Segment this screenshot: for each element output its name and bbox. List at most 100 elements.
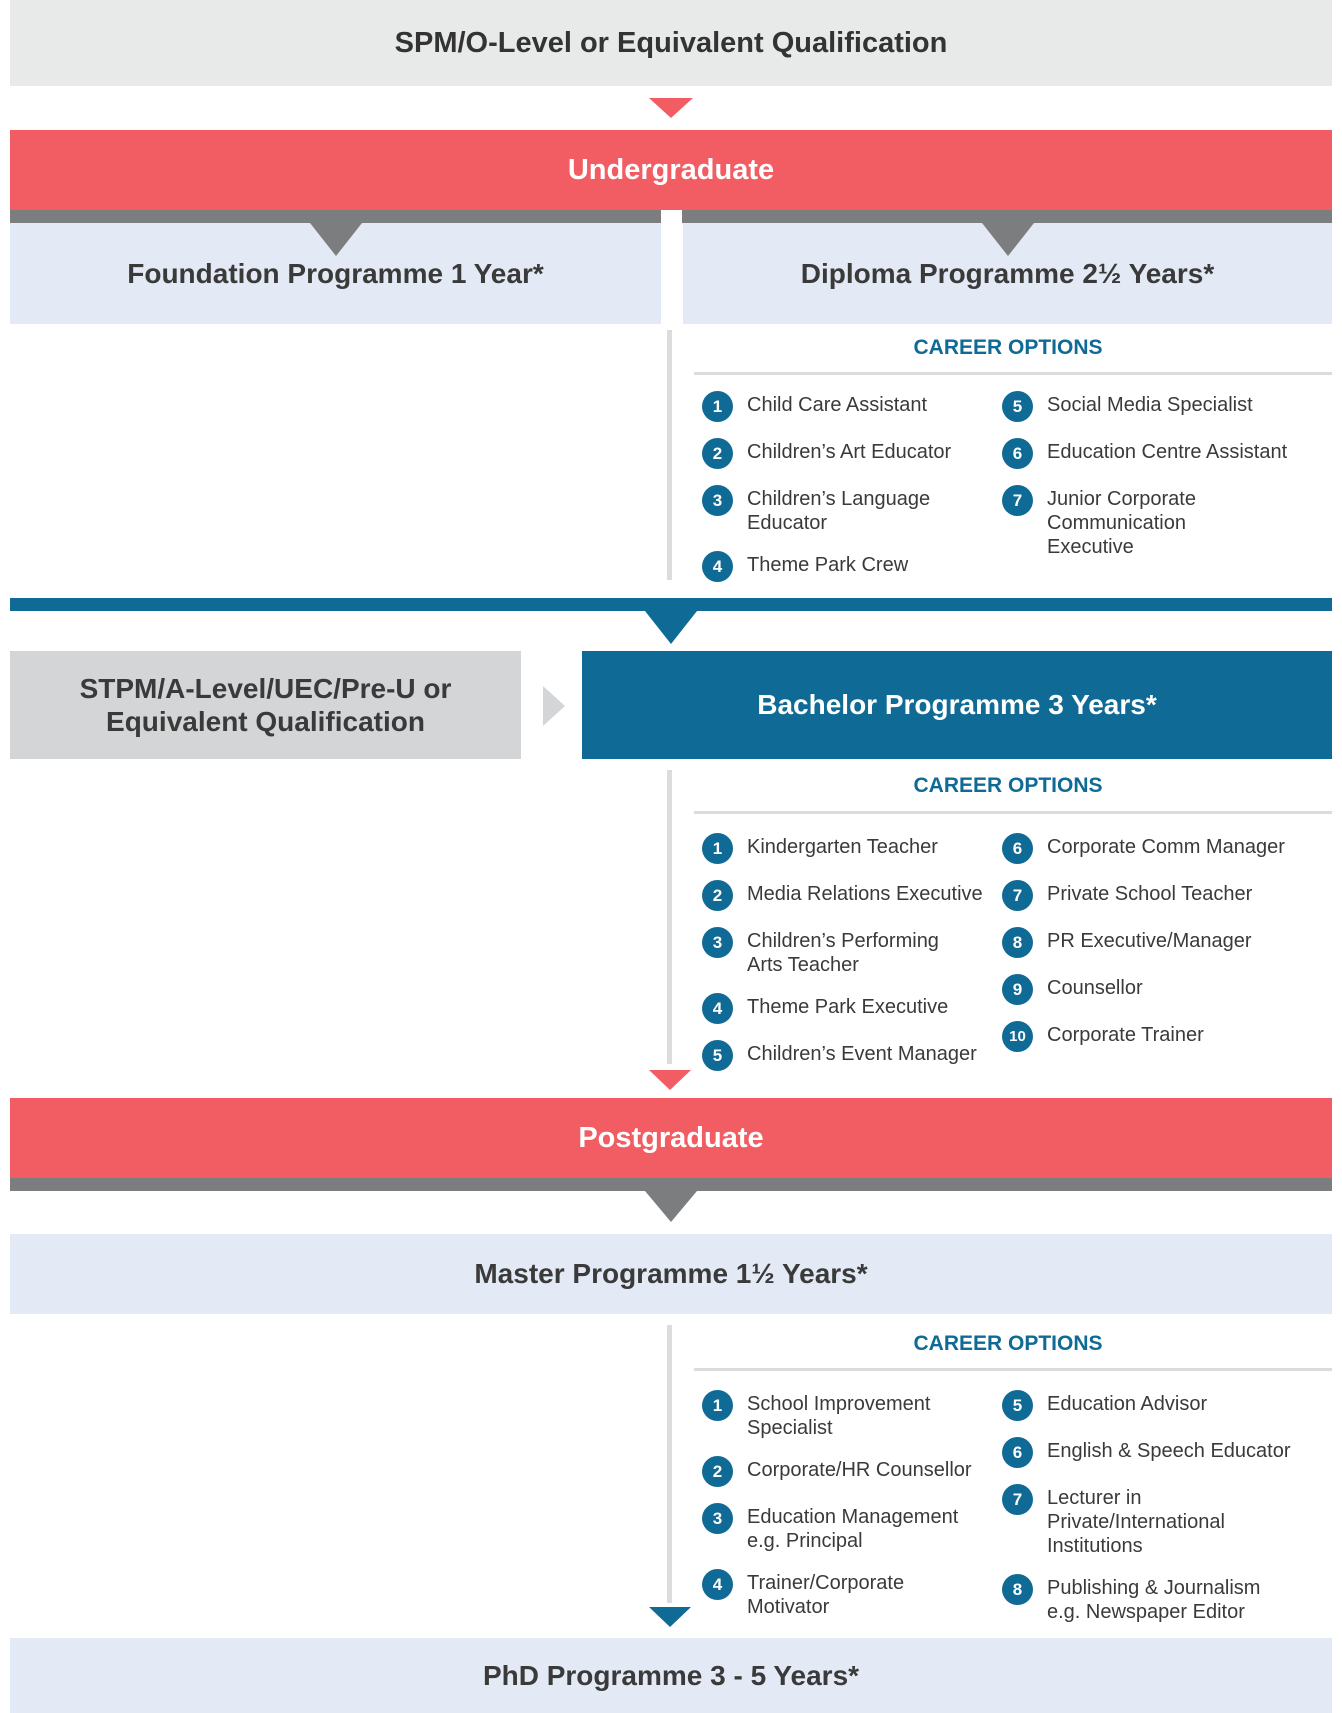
career-option-text: Education Advisor — [1047, 1393, 1208, 1415]
postgraduate-divider-strip — [10, 1178, 1332, 1191]
bachelor-careers-left: 1 Kindergarten Teacher 2 Media Relations… — [702, 833, 1002, 1089]
phd-programme-label: PhD Programme 3 - 5 Years* — [482, 1659, 860, 1691]
list-item: 1 Child Care Assistant — [702, 391, 1002, 422]
master-programme-label: Master Programme 1½ Years* — [474, 1258, 868, 1289]
postgraduate-label: Postgraduate — [578, 1121, 764, 1154]
arrow-down-icon — [982, 223, 1034, 256]
number-badge: 7 — [1002, 485, 1033, 516]
list-item: 2 Media Relations Executive — [702, 880, 1002, 911]
number-badge: 9 — [1002, 974, 1033, 1005]
list-item: 2 Children’s Art Educator — [702, 438, 1002, 469]
number-badge: 3 — [702, 1503, 733, 1534]
list-item: 5 Education Advisor — [1002, 1390, 1332, 1421]
career-option-text: Junior Corporate Communication Executive — [1047, 488, 1196, 558]
number-badge: 6 — [1002, 1437, 1033, 1468]
arrow-down-icon — [649, 1607, 691, 1627]
strip-gap — [661, 210, 682, 223]
career-option-text: Media Relations Executive — [747, 883, 983, 905]
number-badge: 3 — [702, 927, 733, 958]
arrow-right-icon — [543, 686, 565, 726]
career-options-heading: CAREER OPTIONS — [913, 1332, 1103, 1355]
list-item: 8 PR Executive/Manager — [1002, 927, 1332, 958]
number-badge: 5 — [1002, 1390, 1033, 1421]
number-badge: 1 — [702, 1390, 733, 1421]
list-item: 6 English & Speech Educator — [1002, 1437, 1332, 1468]
diploma-careers-right: 5 Social Media Specialist 6 Education Ce… — [1002, 391, 1332, 577]
career-option-text: Theme Park Executive — [747, 996, 949, 1018]
master-careers-left: 1 School Improvement Specialist 2 Corpor… — [702, 1390, 1002, 1637]
number-badge: 8 — [1002, 927, 1033, 958]
career-option-text: Trainer/Corporate Motivator — [747, 1572, 905, 1618]
career-option-text: Counsellor — [1047, 977, 1143, 999]
number-badge: 2 — [702, 880, 733, 911]
list-item: 6 Education Centre Assistant — [1002, 438, 1332, 469]
list-item: 7 Private School Teacher — [1002, 880, 1332, 911]
list-item: 2 Corporate/HR Counsellor — [702, 1456, 1002, 1487]
list-item: 10 Corporate Trainer — [1002, 1021, 1332, 1052]
career-option-text: Child Care Assistant — [747, 394, 928, 416]
number-badge: 4 — [702, 993, 733, 1024]
career-option-text: Publishing & Journalism e.g. Newspaper E… — [1047, 1577, 1261, 1623]
diploma-programme-label: Diploma Programme 2½ Years* — [800, 257, 1215, 289]
list-item: 1 School Improvement Specialist — [702, 1390, 1002, 1440]
number-badge: 1 — [702, 391, 733, 422]
number-badge: 5 — [702, 1040, 733, 1071]
arrow-down-icon — [649, 1070, 691, 1090]
number-badge: 4 — [702, 1569, 733, 1600]
career-option-text: Kindergarten Teacher — [747, 836, 938, 858]
bachelor-divider-strip — [10, 598, 1332, 611]
number-badge: 6 — [1002, 833, 1033, 864]
list-item: 3 Children’s Performing Arts Teacher — [702, 927, 1002, 977]
bachelor-programme-box: Bachelor Programme 3 Years* — [582, 651, 1332, 759]
list-item: 7 Junior Corporate Communication Executi… — [1002, 485, 1332, 559]
diploma-careers-left: 1 Child Care Assistant 2 Children’s Art … — [702, 391, 1002, 600]
number-badge: 1 — [702, 833, 733, 864]
list-item: 3 Education Management e.g. Principal — [702, 1503, 1002, 1553]
career-option-text: Corporate Comm Manager — [1047, 836, 1285, 858]
number-badge: 10 — [1002, 1021, 1033, 1052]
career-option-text: Lecturer in Private/International Instit… — [1047, 1487, 1225, 1557]
career-option-text: Children’s Language Educator — [747, 488, 931, 534]
number-badge: 6 — [1002, 438, 1033, 469]
list-item: 9 Counsellor — [1002, 974, 1332, 1005]
list-item: 8 Publishing & Journalism e.g. Newspaper… — [1002, 1574, 1332, 1624]
postgraduate-header: Postgraduate — [10, 1098, 1332, 1178]
phd-programme-box: PhD Programme 3 - 5 Years* — [10, 1638, 1332, 1713]
entry-qualification-bar: SPM/O-Level or Equivalent Qualification — [10, 0, 1332, 86]
list-item: 3 Children’s Language Educator — [702, 485, 1002, 535]
career-option-text: Education Management e.g. Principal — [747, 1506, 959, 1552]
undergraduate-label: Undergraduate — [567, 153, 775, 186]
career-options-heading: CAREER OPTIONS — [913, 774, 1103, 797]
foundation-programme-label: Foundation Programme 1 Year* — [127, 257, 544, 289]
number-badge: 5 — [1002, 391, 1033, 422]
career-options-divider — [694, 1368, 1332, 1371]
career-options-divider — [694, 372, 1332, 375]
career-option-text: PR Executive/Manager — [1047, 930, 1252, 952]
stpm-qualification-label: STPM/A-Level/UEC/Pre-U or Equivalent Qua… — [79, 673, 452, 737]
bachelor-careers-right: 6 Corporate Comm Manager 7 Private Schoo… — [1002, 833, 1332, 1070]
entry-qualification-label: SPM/O-Level or Equivalent Qualification — [394, 26, 948, 59]
foundation-programme-box: Foundation Programme 1 Year* — [10, 223, 661, 324]
list-item: 4 Theme Park Executive — [702, 993, 1002, 1024]
career-option-text: Children’s Event Manager — [747, 1043, 977, 1065]
career-option-text: Children’s Performing Arts Teacher — [747, 930, 939, 976]
career-option-text: Corporate Trainer — [1047, 1024, 1204, 1046]
number-badge: 7 — [1002, 880, 1033, 911]
career-option-text: Education Centre Assistant — [1047, 441, 1288, 463]
career-option-text: English & Speech Educator — [1047, 1440, 1291, 1462]
master-careers-right: 5 Education Advisor 6 English & Speech E… — [1002, 1390, 1332, 1642]
stpm-qualification-box: STPM/A-Level/UEC/Pre-U or Equivalent Qua… — [10, 651, 521, 759]
number-badge: 3 — [702, 485, 733, 516]
arrow-down-icon — [645, 1191, 697, 1222]
career-option-text: Children’s Art Educator — [747, 441, 952, 463]
career-option-text: Social Media Specialist — [1047, 394, 1253, 416]
list-item: 1 Kindergarten Teacher — [702, 833, 1002, 864]
list-item: 5 Children’s Event Manager — [702, 1040, 1002, 1071]
list-item: 7 Lecturer in Private/International Inst… — [1002, 1484, 1332, 1558]
connector-line — [667, 1325, 672, 1603]
career-options-heading: CAREER OPTIONS — [913, 336, 1103, 359]
list-item: 5 Social Media Specialist — [1002, 391, 1332, 422]
career-option-text: Theme Park Crew — [747, 554, 909, 576]
list-item: 6 Corporate Comm Manager — [1002, 833, 1332, 864]
arrow-down-icon — [645, 611, 697, 644]
